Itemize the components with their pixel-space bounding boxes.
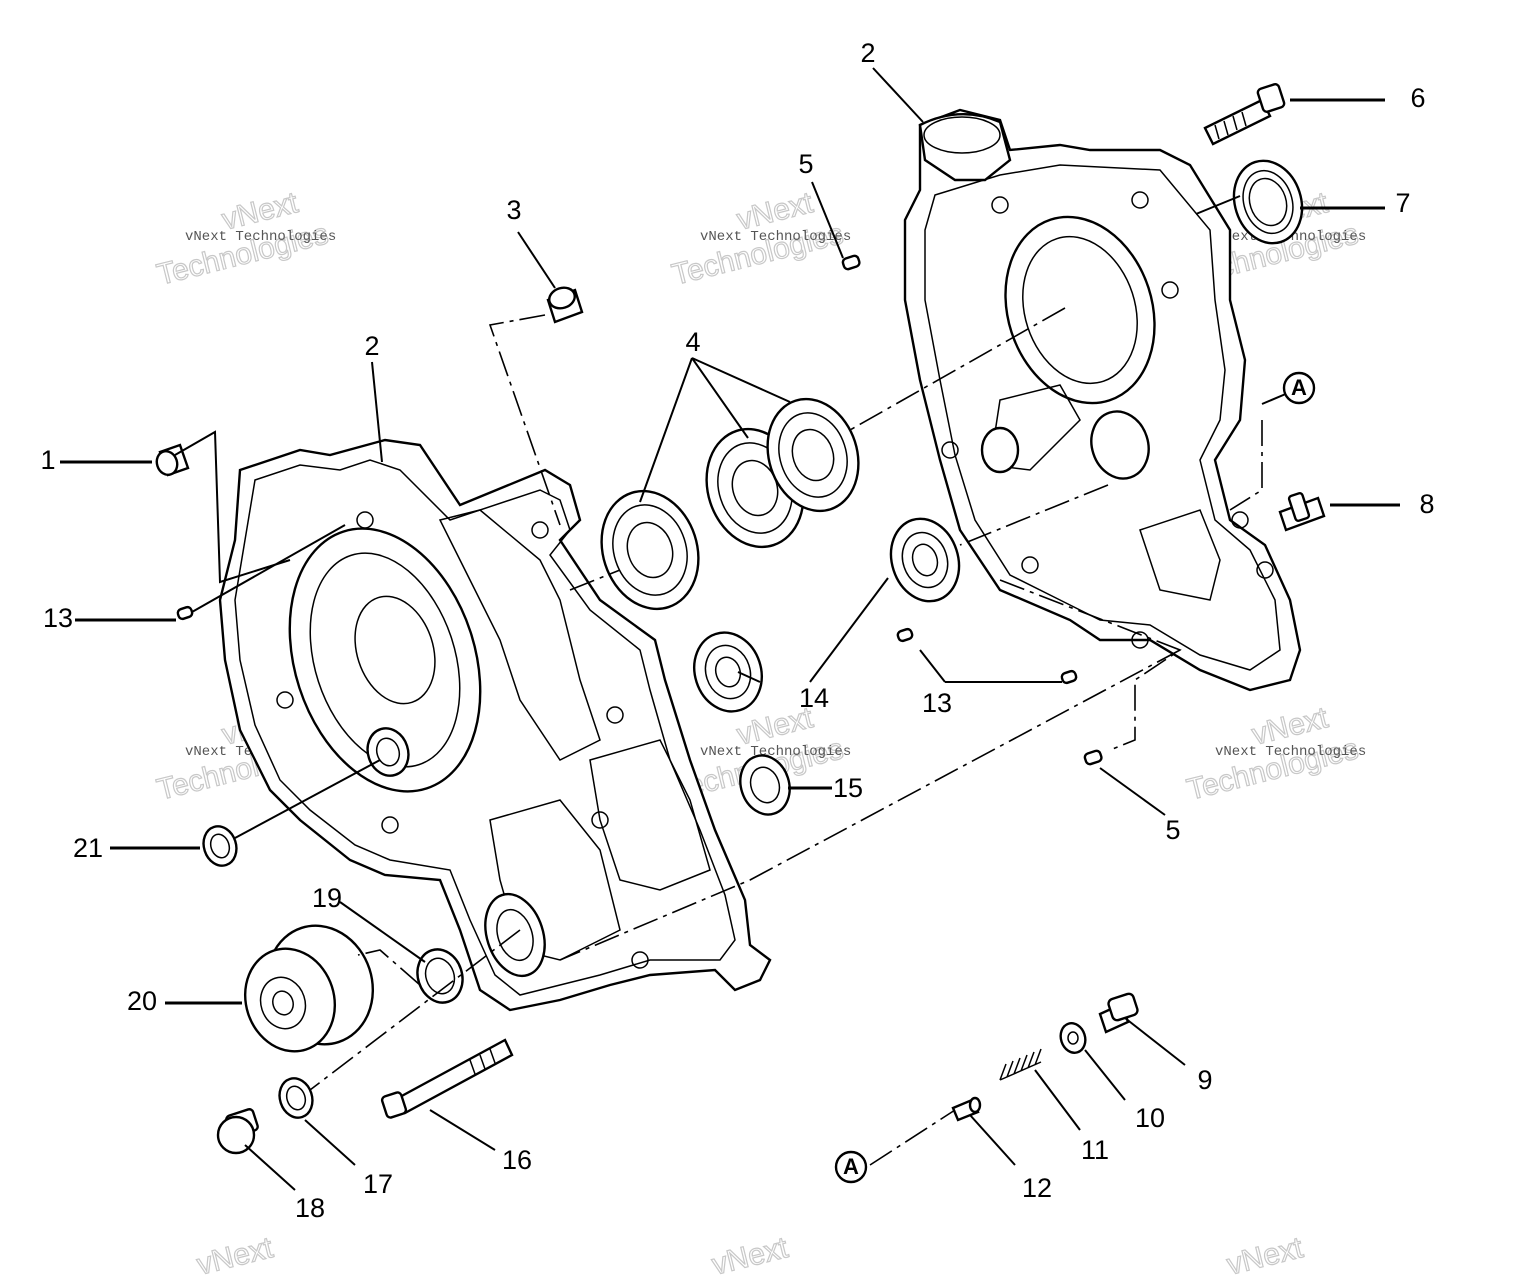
callout-7: 7 bbox=[1395, 188, 1410, 218]
callout-17: 17 bbox=[363, 1169, 393, 1199]
watermark-label: vNext Technologies bbox=[700, 229, 851, 245]
callout-13: 13 bbox=[43, 603, 73, 633]
watermark-layer: Technologies vNext vNext Technologies Te… bbox=[153, 185, 1366, 1280]
spring-11 bbox=[999, 1048, 1042, 1081]
pin-12 bbox=[951, 1096, 982, 1122]
left-crankcase bbox=[218, 438, 772, 1012]
watermark-vnext: vNext bbox=[1224, 1231, 1307, 1280]
bolt-16 bbox=[380, 1038, 514, 1119]
pulley-20 bbox=[243, 924, 375, 1053]
watermark-vnext: vNext bbox=[709, 1231, 792, 1280]
right-crankcase bbox=[903, 108, 1302, 692]
bearing-15 bbox=[739, 754, 791, 816]
callout-15: 15 bbox=[833, 773, 863, 803]
callout-18: 18 bbox=[295, 1193, 325, 1223]
washer-10 bbox=[1059, 1022, 1087, 1054]
callout-2: 2 bbox=[860, 38, 875, 68]
callout-11: 11 bbox=[1081, 1135, 1109, 1165]
callout-2: 2 bbox=[364, 331, 379, 361]
watermark-vnext: vNext bbox=[194, 1231, 277, 1280]
callout-5: 5 bbox=[798, 149, 813, 179]
watermark-label: vNext Technologies bbox=[185, 229, 336, 245]
watermark-label: vNext Technologies bbox=[1215, 744, 1366, 760]
callout-3: 3 bbox=[506, 195, 521, 225]
callout-4: 4 bbox=[685, 327, 700, 357]
o-ring-21 bbox=[202, 825, 238, 867]
bushing-1 bbox=[155, 443, 190, 477]
callout-14: 14 bbox=[799, 683, 829, 713]
marker-a-bottom: A bbox=[834, 1150, 868, 1184]
assembly-lines bbox=[309, 307, 1263, 1166]
bearing-4-c bbox=[766, 397, 860, 513]
bearing-14-b bbox=[889, 517, 961, 603]
callout-8: 8 bbox=[1419, 489, 1434, 519]
callout-12: 12 bbox=[1022, 1173, 1052, 1203]
callout-19: 19 bbox=[312, 883, 342, 913]
bolt-9 bbox=[1098, 992, 1139, 1034]
washer-17 bbox=[278, 1077, 314, 1119]
drain-plug-18 bbox=[216, 1108, 259, 1155]
callout-9: 9 bbox=[1197, 1065, 1212, 1095]
marker-a-label: A bbox=[1291, 375, 1307, 400]
bolt-6 bbox=[1203, 83, 1286, 146]
fitting-8 bbox=[1278, 492, 1326, 532]
callout-16: 16 bbox=[502, 1145, 532, 1175]
watermark-label: vNext Technologies bbox=[700, 744, 851, 760]
bearing-4-a bbox=[600, 489, 700, 611]
left-case-lower-seal bbox=[484, 892, 546, 978]
left-case-seal bbox=[366, 727, 410, 777]
dowel-pins bbox=[176, 254, 1103, 766]
callout-10: 10 bbox=[1135, 1103, 1165, 1133]
bearing-14-a bbox=[693, 631, 763, 713]
callout-5: 5 bbox=[1165, 815, 1180, 845]
callout-1: 1 bbox=[40, 445, 55, 475]
bushing-3 bbox=[546, 286, 584, 324]
marker-a-label: A bbox=[843, 1154, 859, 1179]
callout-labels: 1 2 2 3 4 5 5 6 7 8 9 10 11 12 13 13 14 … bbox=[40, 38, 1434, 1223]
callout-20: 20 bbox=[127, 986, 157, 1016]
callout-13: 13 bbox=[922, 688, 952, 718]
leader-lines bbox=[60, 67, 1400, 1191]
callout-21: 21 bbox=[73, 833, 103, 863]
oil-seal-19 bbox=[416, 948, 464, 1004]
oil-seal-7 bbox=[1232, 159, 1304, 245]
callout-6: 6 bbox=[1410, 83, 1425, 113]
marker-a-top: A bbox=[1282, 371, 1316, 405]
